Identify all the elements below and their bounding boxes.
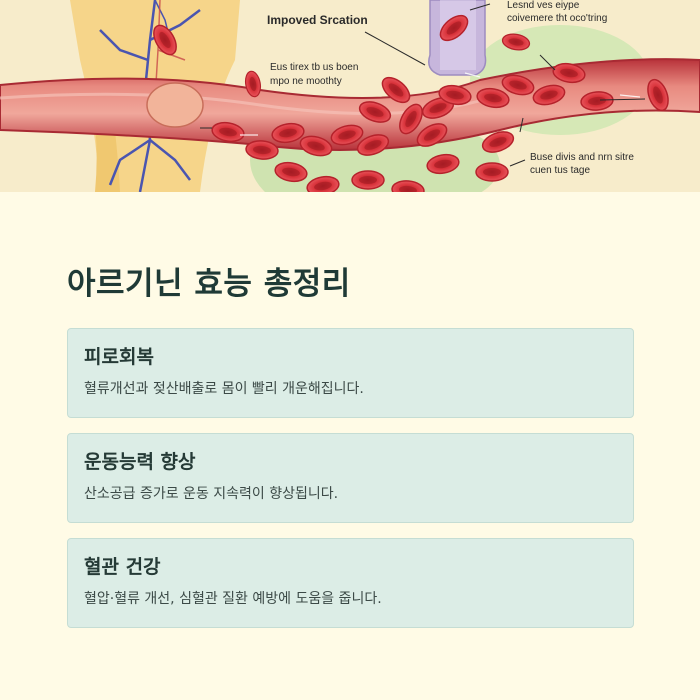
hero-main-label: Impoved Srcation (267, 13, 368, 27)
hero-label-bottom-right-2: cuen tus tage (530, 165, 590, 176)
hero-label-bottom-right-1: Buse divis and nrn sitre (530, 152, 634, 163)
main-content: 아르기닌 효능 총정리 피로회복 혈류개선과 젖산배출로 몸이 빨리 개운해집니… (67, 262, 634, 643)
benefit-card-fatigue: 피로회복 혈류개선과 젖산배출로 몸이 빨리 개운해집니다. (67, 328, 634, 418)
benefit-card-exercise: 운동능력 향상 산소공급 증가로 운동 지속력이 향상됩니다. (67, 433, 634, 523)
callout-lines (200, 3, 646, 167)
hero-label-mid-left-1: Eus tirex tb us boen (270, 62, 358, 73)
card-description: 혈류개선과 젖산배출로 몸이 빨리 개운해집니다. (84, 381, 364, 397)
card-description: 혈압·혈류 개선, 심혈관 질환 예방에 도움을 줍니다. (84, 591, 382, 607)
hero-label-top-right-2: coivemere tht oco'tring (507, 13, 607, 24)
card-title: 피로회복 (84, 346, 154, 368)
benefit-card-vascular: 혈관 건강 혈압·혈류 개선, 심혈관 질환 예방에 도움을 줍니다. (67, 538, 634, 628)
hero-illustration: Impoved Srcation Lesnd ves eiype coiveme… (0, 0, 700, 192)
hero-label-mid-left-2: mpo ne moothty (270, 76, 342, 87)
flow-arrows (240, 72, 641, 136)
card-title: 혈관 건강 (84, 556, 161, 578)
hero-label-top-right-1: Lesnd ves eiype (507, 0, 580, 11)
heart-icon (146, 82, 204, 128)
card-title: 운동능력 향상 (84, 451, 196, 473)
page-title: 아르기닌 효능 총정리 (67, 266, 351, 302)
circulation-illustration: Impoved Srcation Lesnd ves eiype coiveme… (0, 0, 700, 192)
card-description: 산소공급 증가로 운동 지속력이 향상됩니다. (84, 486, 339, 502)
